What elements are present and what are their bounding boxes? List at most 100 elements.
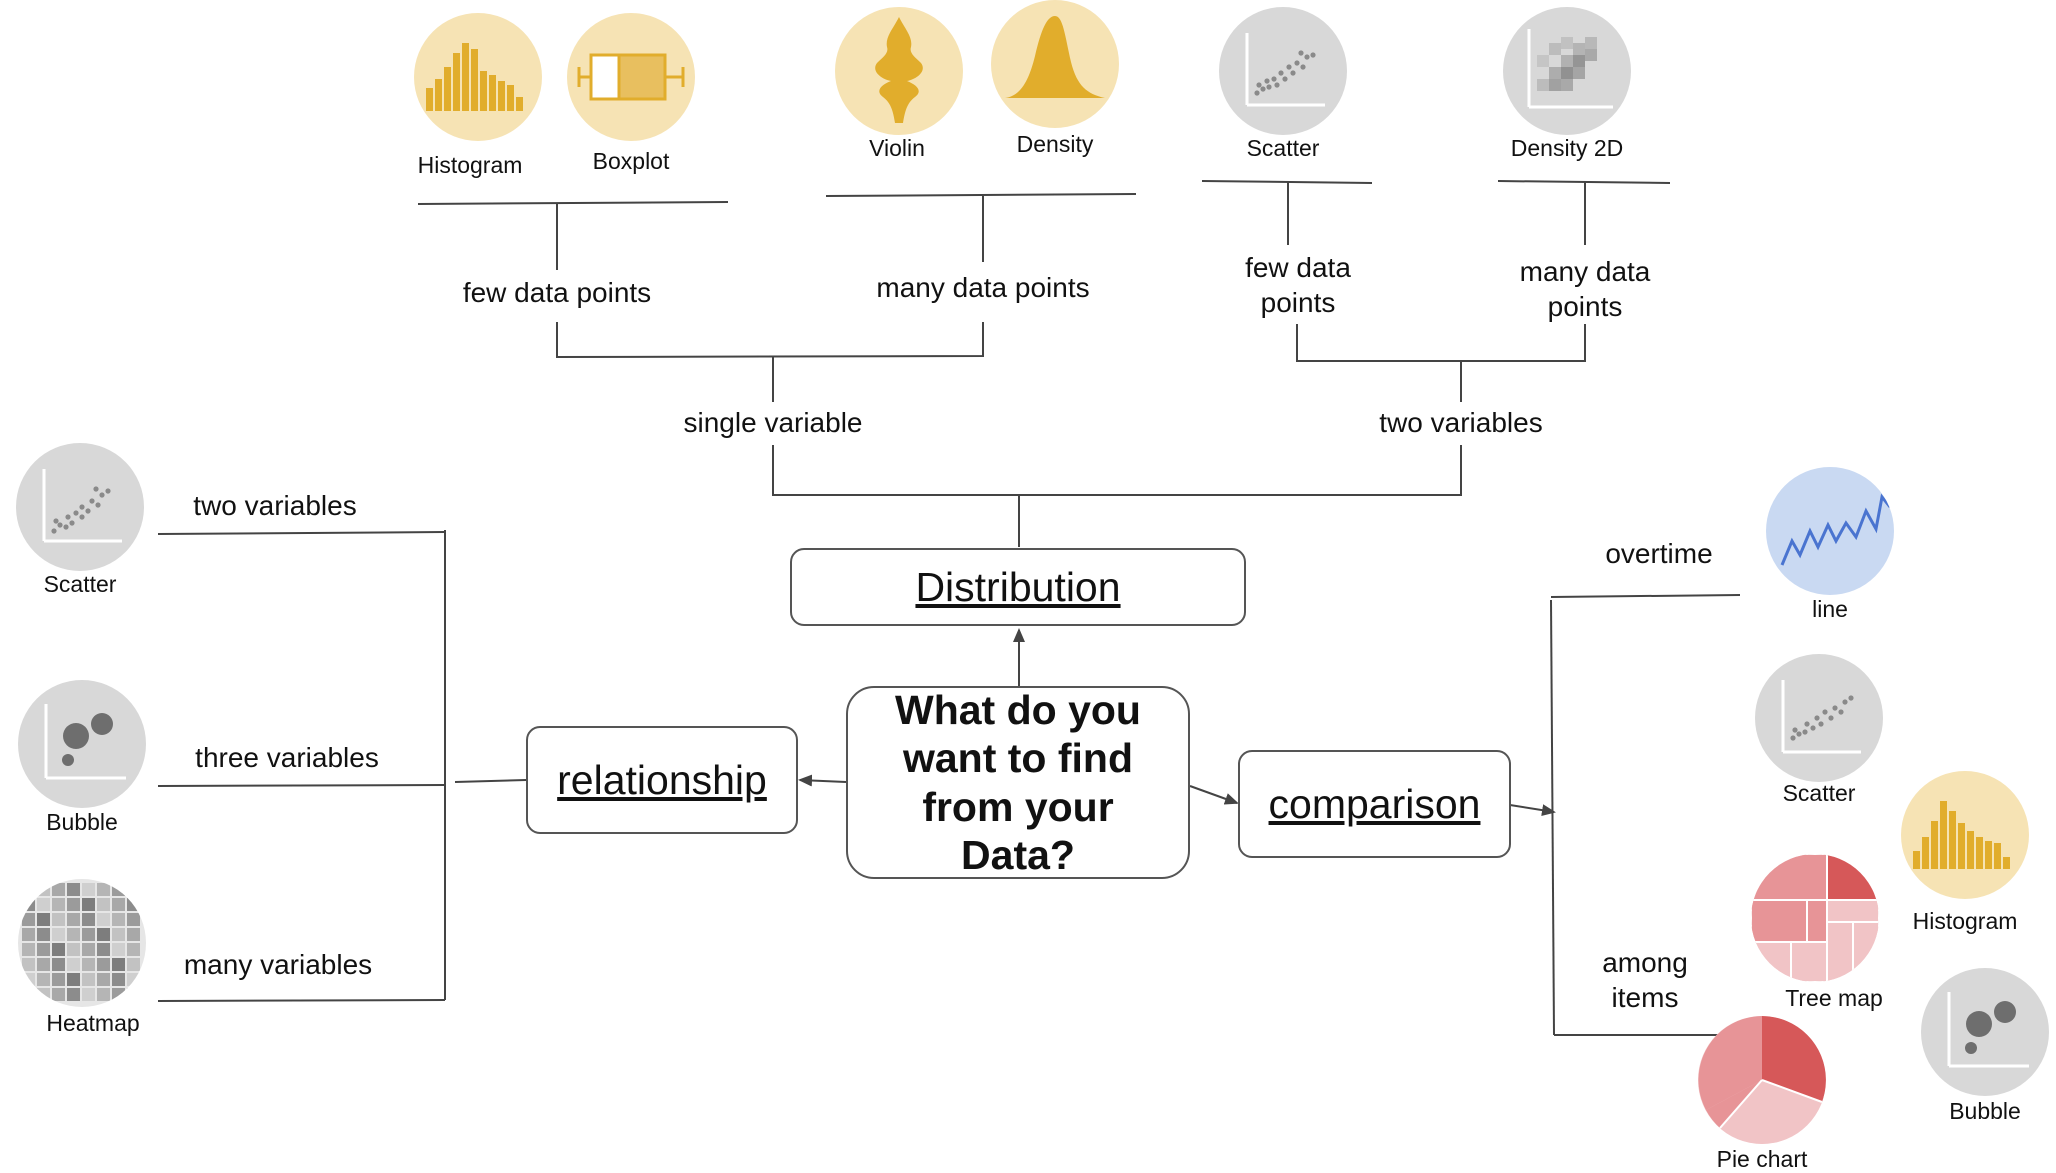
heatmap-cell [67, 958, 80, 971]
heatmap-cell [112, 988, 125, 1001]
heatmap-cell [127, 913, 140, 926]
bubble-icon [1921, 968, 2049, 1096]
heatmap-cell [127, 988, 140, 1001]
heatmap-cell [82, 943, 95, 956]
heatmap-cell [127, 898, 140, 911]
heatmap-cell [112, 898, 125, 911]
heatmap-cell [52, 943, 65, 956]
heatmap-cell [112, 928, 125, 941]
heatmap-cell [22, 913, 35, 926]
arrow-to-relationship [798, 774, 847, 787]
density-2d-icon [1503, 7, 1631, 135]
histogram-icon [414, 13, 542, 141]
heatmap-cell [97, 943, 110, 956]
heatmap-cell [37, 943, 50, 956]
heatmap-cell [97, 898, 110, 911]
caption-pie-chart: Pie chart [1716, 1146, 1808, 1172]
heatmap-cell [127, 883, 140, 896]
heatmap-icon [18, 879, 146, 1007]
heatmap-cell [52, 988, 65, 1001]
heatmap-cell [22, 988, 35, 1001]
label-single-many-data-points: many data points [876, 272, 1090, 303]
relationship-box: relationship [526, 726, 798, 834]
heatmap-cell [67, 928, 80, 941]
density-icon [991, 0, 1119, 128]
heatmap-cell [82, 973, 95, 986]
label-two-variables: two variables [193, 490, 357, 521]
heatmap-cell [37, 913, 50, 926]
heatmap-cell [37, 988, 50, 1001]
caption-scatter-relationship: Scatter [43, 571, 117, 597]
arrow-to-comparison-bracket [1509, 804, 1556, 817]
heatmap-cell [52, 898, 65, 911]
caption-scatter-comparison: Scatter [1782, 780, 1856, 806]
heatmap-cell [82, 928, 95, 941]
heatmap-cell [67, 973, 80, 986]
treemap-icon [1751, 854, 1879, 982]
heatmap-cell [82, 988, 95, 1001]
heatmap-cell [52, 928, 65, 941]
heatmap-cell [67, 988, 80, 1001]
heatmap-cell [82, 898, 95, 911]
relationship-label: relationship [557, 756, 767, 803]
heatmap-cell [97, 883, 110, 896]
label-three-variables: three variables [195, 742, 379, 773]
heatmap-cell [112, 883, 125, 896]
heatmap-cell [97, 913, 110, 926]
heatmap-cell [52, 958, 65, 971]
caption-line: line [1812, 596, 1848, 622]
caption-bubble-comparison: Bubble [1949, 1098, 2021, 1124]
heatmap-cell [37, 883, 50, 896]
caption-density-2d: Density 2D [1510, 135, 1624, 161]
label-overtime: overtime [1605, 538, 1713, 569]
caption-bubble-relationship: Bubble [46, 809, 118, 835]
heatmap-cell [97, 958, 110, 971]
violin-icon [835, 7, 963, 135]
bar-histogram-boxplot [417, 201, 729, 205]
heatmap-cell [22, 943, 35, 956]
heatmap-cell [67, 913, 80, 926]
comparison-box: comparison [1238, 750, 1511, 858]
heatmap-cell [97, 928, 110, 941]
heatmap-cell [37, 973, 50, 986]
heatmap-cell [22, 928, 35, 941]
heatmap-cell [22, 973, 35, 986]
scatter-icon [1755, 654, 1883, 782]
bubble-icon [18, 680, 146, 808]
label-two-few-data-points: few data points [1245, 252, 1351, 318]
heatmap-cell [112, 943, 125, 956]
heatmap-cell [127, 943, 140, 956]
heatmap-cell [22, 958, 35, 971]
caption-histogram: Histogram [417, 152, 523, 178]
heatmap-cell [127, 973, 140, 986]
central-question: What do you want to find from your Data? [895, 686, 1141, 878]
heatmap-cell [82, 883, 95, 896]
histogram-icon [1901, 771, 2029, 899]
heatmap-cell [37, 898, 50, 911]
heatmap-cell [112, 958, 125, 971]
heatmap-cell [97, 973, 110, 986]
line-chart-icon [1766, 467, 1894, 595]
central-question-box: What do you want to find from your Data? [846, 686, 1190, 879]
heatmap-cell [127, 958, 140, 971]
caption-density: Density [1016, 131, 1094, 157]
caption-treemap: Tree map [1785, 985, 1883, 1011]
heatmap-cell [52, 973, 65, 986]
heatmap-cell [37, 958, 50, 971]
heatmap-cell [127, 928, 140, 941]
arrow-to-comparison [1189, 785, 1239, 805]
caption-heatmap: Heatmap [46, 1010, 140, 1036]
caption-boxplot: Boxplot [592, 148, 670, 174]
caption-histogram-comparison: Histogram [1912, 908, 2018, 934]
bar-violin-density [825, 193, 1137, 197]
label-two-many-data-points: many data points [1519, 256, 1651, 322]
scatter-icon [1219, 7, 1347, 135]
heatmap-cell [112, 913, 125, 926]
label-two-variables-distribution: two variables [1379, 407, 1543, 438]
distribution-box: Distribution [790, 548, 1246, 626]
heatmap-cell [67, 898, 80, 911]
heatmap-cell [52, 913, 65, 926]
heatmap-cell [82, 958, 95, 971]
